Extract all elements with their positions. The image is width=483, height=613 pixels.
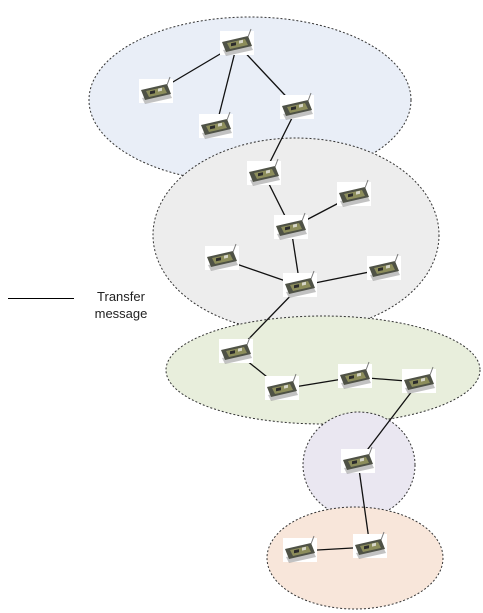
sensor-node-7 bbox=[274, 212, 308, 240]
sensor-node-14 bbox=[402, 366, 436, 394]
link-14 bbox=[357, 381, 420, 463]
sensor-node-3 bbox=[199, 111, 233, 139]
sensor-node-16 bbox=[283, 535, 317, 563]
link-2 bbox=[215, 43, 238, 128]
nodes-layer bbox=[139, 28, 436, 563]
sensor-node-1 bbox=[220, 28, 254, 56]
legend-label: Transfer message bbox=[94, 289, 148, 321]
legend-line-sample bbox=[8, 298, 74, 299]
sensor-node-15 bbox=[341, 446, 375, 474]
sensor-node-11 bbox=[219, 336, 253, 364]
sensor-node-4 bbox=[280, 92, 314, 120]
sensor-node-17 bbox=[353, 531, 387, 559]
sensor-node-9 bbox=[283, 270, 317, 298]
link-15 bbox=[357, 461, 371, 548]
sensor-node-12 bbox=[265, 373, 299, 401]
sensor-node-10 bbox=[367, 253, 401, 281]
sensor-node-13 bbox=[338, 361, 372, 389]
sensor-node-8 bbox=[205, 243, 239, 271]
sensor-node-5 bbox=[247, 158, 281, 186]
sensor-node-6 bbox=[337, 179, 371, 207]
sensor-node-2 bbox=[139, 76, 173, 104]
